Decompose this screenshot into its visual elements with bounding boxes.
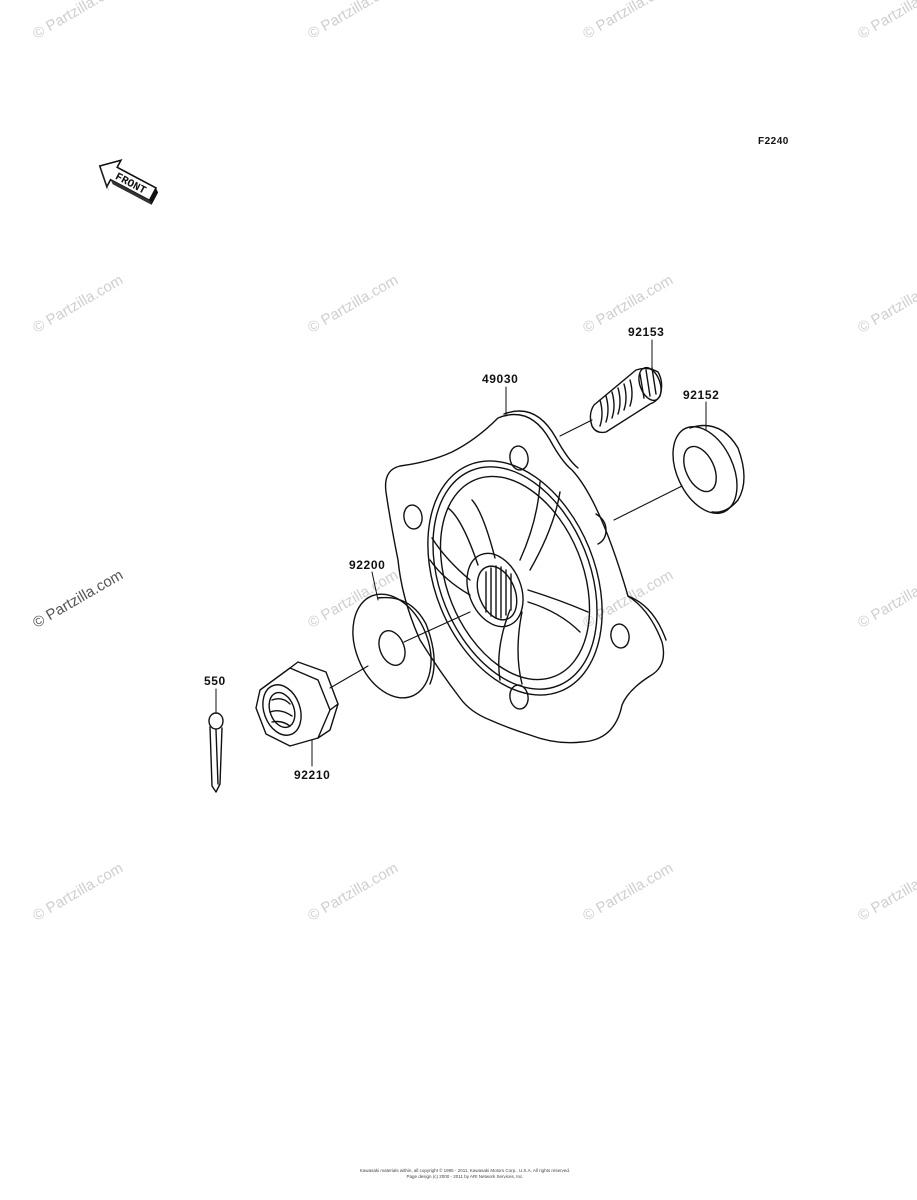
part-label-92210[interactable]: 92210 (294, 768, 331, 782)
part-label-92200[interactable]: 92200 (349, 558, 386, 572)
castle-nut-drawing (255, 661, 369, 747)
hub-drawing (384, 410, 667, 744)
copyright-line-1: Kawasaki materials within, all copyright… (359, 1168, 571, 1173)
copyright-notice: Kawasaki materials within, all copyright… (330, 1168, 600, 1179)
stud-bolt-drawing (559, 366, 663, 437)
part-label-49030[interactable]: 49030 (482, 372, 519, 386)
leader-lines (215, 339, 707, 767)
part-label-92152[interactable]: 92152 (683, 388, 720, 402)
cotter-pin-drawing (208, 712, 224, 793)
oil-seal-drawing (613, 424, 745, 521)
copyright-line-2: Page design (c) 2000 - 2011 by ARI Netwo… (406, 1173, 524, 1179)
part-label-92153[interactable]: 92153 (628, 325, 665, 339)
washer-drawing (352, 593, 471, 699)
part-label-550[interactable]: 550 (204, 674, 226, 688)
figure-code: F2240 (758, 136, 789, 147)
front-arrow-icon: FRONT (98, 158, 159, 205)
